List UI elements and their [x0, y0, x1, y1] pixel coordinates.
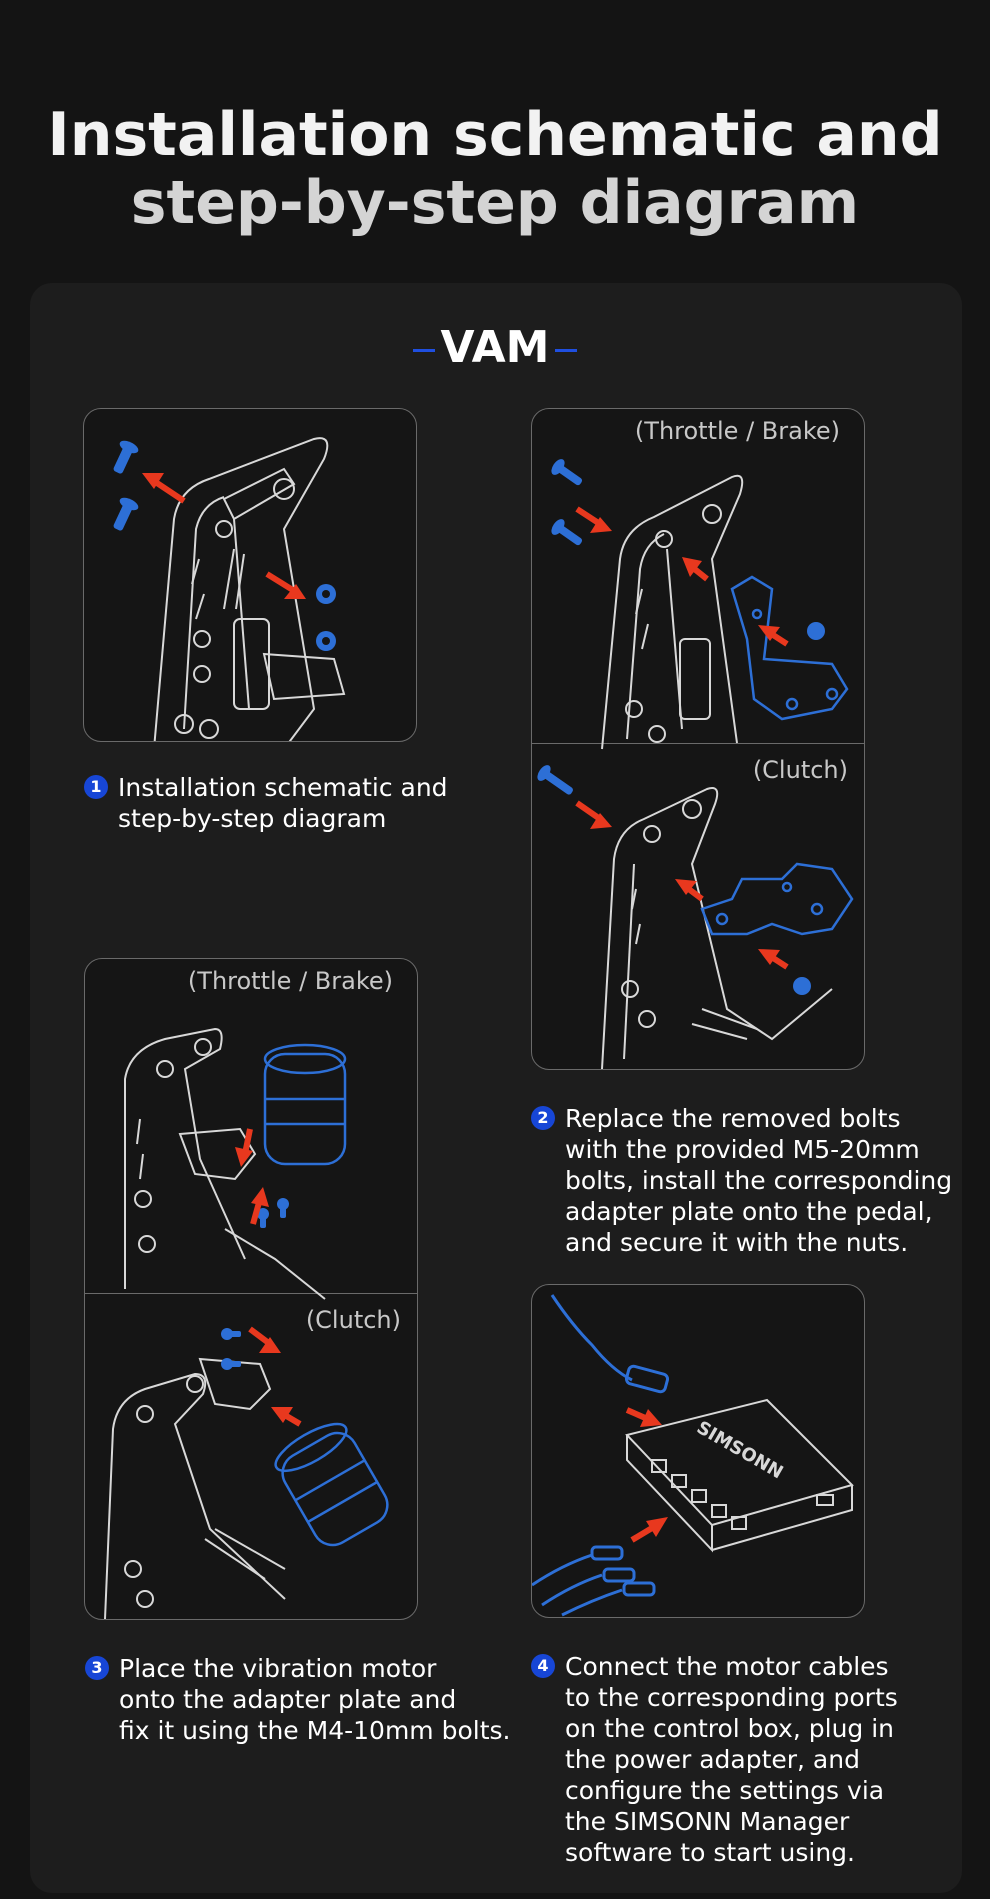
step-4-line: software to start using. — [565, 1838, 856, 1867]
step4-illustration: SIMSONN — [531, 1284, 865, 1618]
step-number-badge: 4 — [531, 1654, 555, 1678]
step-4-line: configure the settings via — [565, 1776, 885, 1805]
page-title-line-2: step-by-step diagram — [130, 168, 860, 238]
bolt-and-nut-icons — [537, 459, 825, 995]
step4-control-box-diagram: SIMSONN — [532, 1294, 854, 1617]
step-2-line: Replace the removed bolts — [565, 1104, 901, 1133]
direction-arrows — [142, 473, 306, 599]
direction-arrows — [575, 506, 789, 970]
step-2-line: adapter plate onto the pedal, — [565, 1197, 933, 1226]
step-2: 2 Replace the removed bolts with the pro… — [531, 1103, 952, 1258]
step1-illustration — [83, 408, 417, 742]
right-dash-decoration — [555, 348, 578, 352]
step2-illustration: (Throttle / Brake) (Clutch) — [531, 408, 865, 1070]
panel-label-clutch: (Clutch) — [305, 1306, 401, 1334]
panel-label-throttle-brake: (Throttle / Brake) — [634, 417, 840, 445]
step-3: 3 Place the vibration motor onto the ada… — [85, 1653, 510, 1746]
control-box-icon — [625, 1398, 854, 1553]
bolt-icons — [113, 440, 336, 651]
step2-pedal-diagram — [537, 459, 854, 1069]
step-2-line: and secure it with the nuts. — [565, 1228, 909, 1257]
cable-icons — [532, 1294, 670, 1617]
page-title-line-1: Installation schematic and — [47, 100, 943, 170]
step-number-badge: 1 — [84, 775, 108, 799]
step-3-line: Place the vibration motor — [119, 1654, 437, 1683]
step-4-line: to the corresponding ports — [565, 1683, 898, 1712]
panel-divider — [532, 743, 864, 744]
panel-label-clutch: (Clutch) — [752, 756, 848, 784]
direction-arrows — [625, 1407, 668, 1543]
step-4-line: the power adapter, and — [565, 1745, 860, 1774]
bolt-icons — [221, 1198, 289, 1370]
control-box-brand: SIMSONN — [693, 1417, 787, 1483]
step-4-line: the SIMSONN Manager — [565, 1807, 850, 1836]
panel-divider — [85, 1293, 417, 1294]
step-4: 4 Connect the motor cables to the corres… — [531, 1651, 898, 1868]
step1-pedal-diagram — [113, 437, 346, 741]
adapter-plate-icons — [700, 575, 854, 936]
step3-illustration: (Throttle / Brake) (Clutch) — [84, 958, 418, 1620]
direction-arrows — [235, 1128, 302, 1427]
step-number-badge: 2 — [531, 1106, 555, 1130]
step3-pedal-diagram — [104, 1027, 389, 1619]
step-2-line: bolts, install the corresponding — [565, 1166, 953, 1195]
section-heading: VAM — [0, 320, 990, 376]
step-1-line: step-by-step diagram — [118, 804, 387, 833]
section-title: VAM — [440, 322, 550, 373]
step-3-line: fix it using the M4-10mm bolts. — [119, 1716, 511, 1745]
vibration-motor-icons — [263, 1043, 389, 1547]
step-3-line: onto the adapter plate and — [119, 1685, 457, 1714]
left-dash-decoration — [412, 348, 435, 352]
step-4-line: Connect the motor cables — [565, 1652, 889, 1681]
step-1-line: Installation schematic and — [118, 773, 448, 802]
step-2-line: with the provided M5-20mm — [565, 1135, 920, 1164]
step-number-badge: 3 — [85, 1656, 109, 1680]
step-4-line: on the control box, plug in — [565, 1714, 895, 1743]
panel-label-throttle-brake: (Throttle / Brake) — [187, 967, 393, 995]
